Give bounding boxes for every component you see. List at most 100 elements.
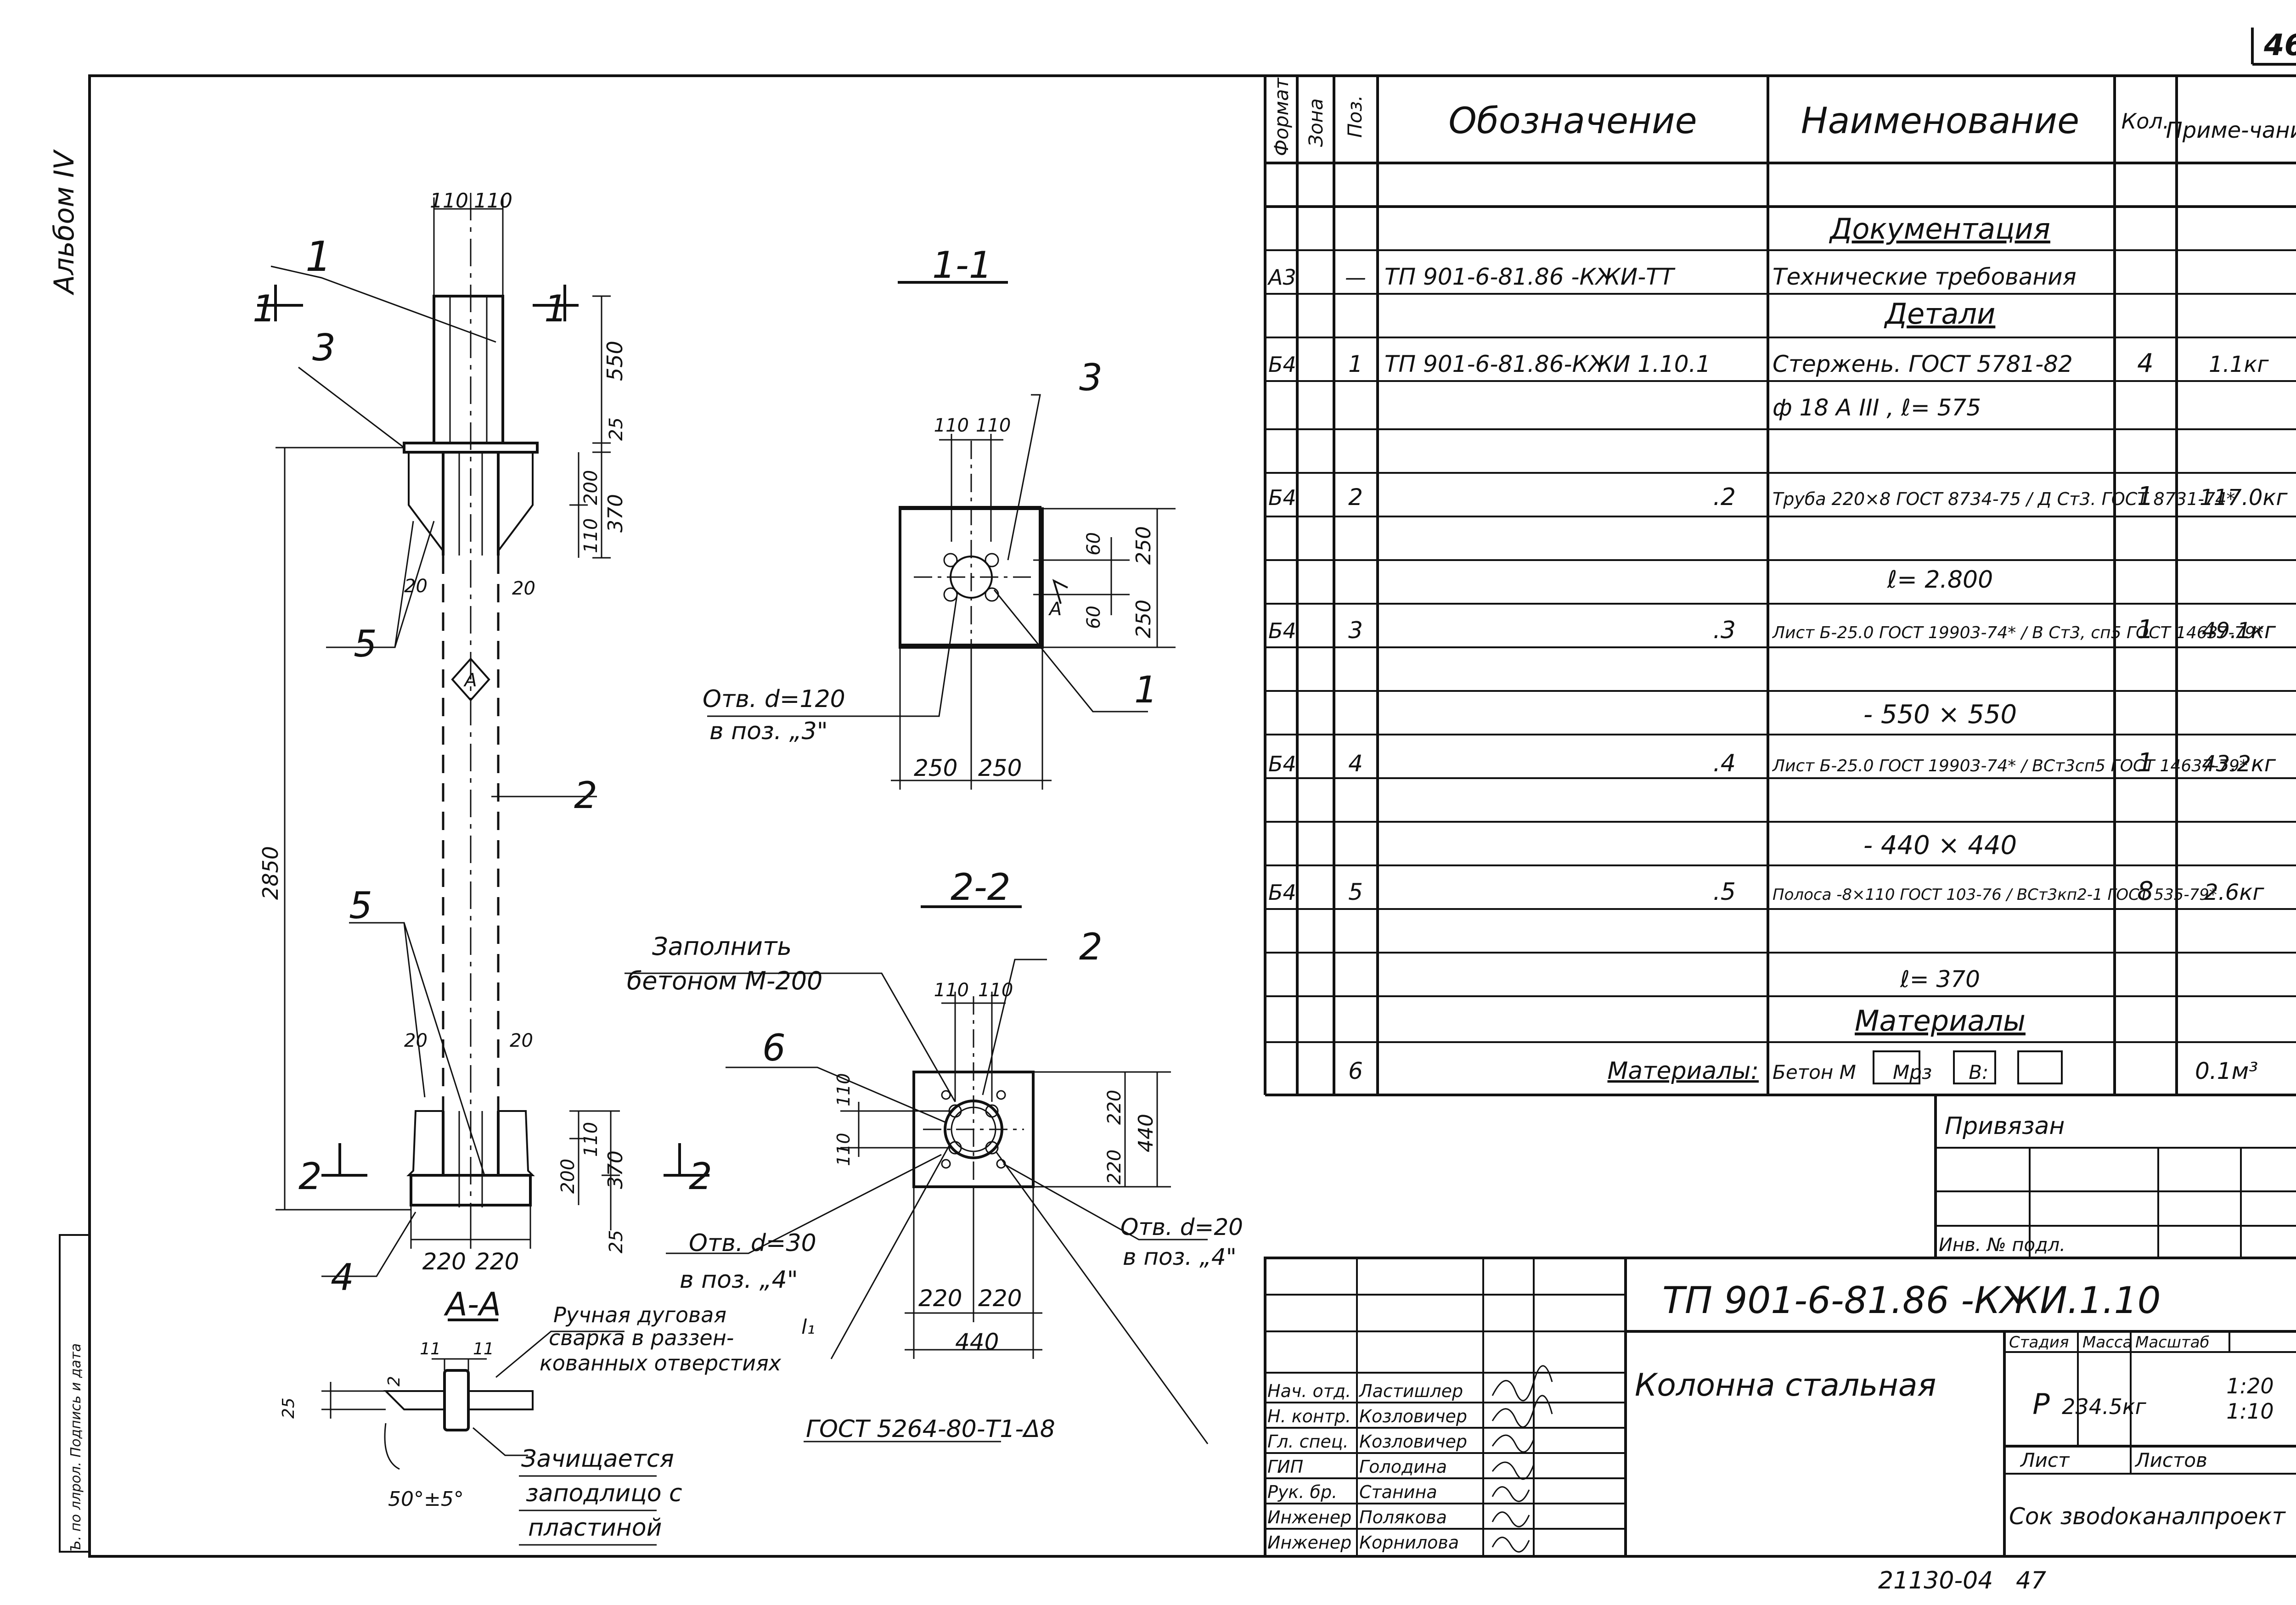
callout-1-1-1: 1 [1134,668,1158,711]
section-2-2 [625,905,1209,1444]
staff-name: Полякова [1359,1507,1447,1527]
row1-note: 1.1кг [2209,352,2269,377]
section-details: Детали [1884,297,1996,331]
column-elevation [257,193,709,1277]
section-a-a-label: А-А [444,1285,501,1323]
dim-2850: 2850 [258,846,283,900]
tb-staff: Нач. отд. Ластишлер Н. контр. Козловичер… [1267,1381,1467,1553]
row2-format: Б4 [1268,485,1296,510]
dim-550: 550 [602,341,627,381]
tb-mass-label: Масса [2082,1333,2132,1352]
dim-2-2-110a: 110 [934,980,969,1001]
fill-concrete-1: Заполнить [652,932,792,961]
row4-designation: .4 [1713,750,1736,777]
staff-role: Рук. бр. [1267,1482,1337,1502]
tb-scale-label: Масштаб [2135,1333,2210,1352]
row1-format: Б4 [1268,352,1296,377]
dim-2-2-110b: 110 [978,980,1013,1001]
row3-format: Б4 [1268,618,1296,643]
staff-name: Козловичер [1359,1406,1467,1426]
row4-note: 43.2кг [2202,751,2276,777]
tb-org: Сок звodоканалпроект [2009,1503,2286,1530]
row6-designation: Материалы: [1608,1057,1759,1085]
dim-2-2-220c: 220 [918,1285,962,1312]
row5-designation: .5 [1713,878,1736,906]
staff-role: Н. контр. [1267,1406,1351,1426]
row4-format: Б4 [1268,752,1296,776]
tb-stage-label: Стадия [2009,1333,2069,1352]
staff-role: Нач. отд. [1267,1381,1351,1401]
dim-1-1-250a: 250 [1132,526,1155,565]
row6-pos: 6 [1348,1058,1363,1084]
callout-1-1-3: 3 [1079,356,1103,399]
row4-qty: 1 [2137,748,2154,778]
staff-name: Ластишлер [1358,1381,1463,1401]
row5-format: Б4 [1268,880,1296,905]
side-stamp-box [59,1234,90,1553]
tb-scale1: 1:20 [2226,1374,2273,1398]
row3-note: 49.1кг [2202,618,2276,644]
hdr-format: Формат [1270,77,1293,156]
dim-110b: 110 [474,189,512,213]
clean-note-3: пластиной [528,1514,662,1542]
section-materials: Материалы [1855,1004,2026,1038]
dim-110a: 110 [430,189,468,213]
staff-name: Голодина [1359,1457,1447,1477]
sheet-frame [88,74,2296,1558]
row5-qty: 8 [2137,876,2154,906]
dim-2-2-220b: 220 [1104,1150,1125,1184]
dim-1-1-60a: 60 [1083,532,1104,556]
section-2-right: 2 [689,1155,712,1198]
dim-20-c: 20 [404,1030,428,1051]
row6-name: Бетон М Мрз В: [1773,1061,1988,1083]
hdr-designation: Обозначение [1448,101,1697,142]
dim-2-2-440v: 440 [1134,1114,1158,1152]
staff-role: Инженер [1267,1532,1351,1553]
dim-20-d: 20 [510,1030,533,1051]
album-label: Альбом IV [48,149,80,296]
row1-designation: ТП 901-6-81.86-КЖИ 1.10.1 [1384,351,1711,377]
tb-scale2: 1:10 [2226,1399,2273,1424]
tb-sheet-label: Лист [2020,1449,2070,1471]
section-1-1 [707,281,1176,790]
dim-2-2-220d: 220 [978,1285,1022,1312]
hdr-zone: Зона [1305,98,1327,147]
callout-4: 4 [331,1256,354,1299]
tb-title: Колонна стальная [1635,1367,1936,1403]
dim-200-b: 200 [557,1159,579,1194]
row4-name2: - 440 × 440 [1863,831,2017,860]
tb-sheets-label: Листов [2134,1449,2207,1471]
clean-note-1: Зачищается [521,1445,674,1473]
row5-pos: 5 [1348,879,1363,905]
weld-note-3: кованных отверстиях [540,1351,782,1375]
callout-5-bottom: 5 [349,884,372,927]
dim-220b: 220 [475,1248,519,1275]
dim-a-11b: 11 [473,1340,494,1358]
row5-name: Полоса -8×110 ГОСТ 103-76 / ВСт3кп2-1 ГО… [1773,886,2217,904]
row1-pos: 1 [1348,351,1363,377]
title-block [1264,1257,2296,1558]
dim-2-2-440h: 440 [955,1329,999,1355]
callout-5-top: 5 [354,623,377,665]
dim-200: 200 [580,470,602,505]
dim-2-2-110c: 110 [833,1073,854,1106]
row0-format: A3 [1267,265,1296,290]
row5-name2: ℓ= 370 [1900,966,1980,993]
otv-30-pos: в поз. „4" [680,1266,798,1294]
side-stamp-label: Ъ. по ллрол. Подпись и дата [68,1343,84,1552]
row2-pos: 2 [1348,484,1363,511]
dim-370: 370 [604,494,627,533]
sheet-number: 46 [2263,28,2296,62]
row3-name2: - 550 × 550 [1863,700,2017,730]
staff-role: Инженер [1267,1507,1351,1527]
tb-mass: 234.5кг [2062,1394,2146,1419]
staff-role: ГИП [1267,1457,1303,1477]
row5-note: 2.6кг [2204,880,2264,905]
row1-name2: ф 18 А III , ℓ= 575 [1773,394,1981,421]
weld-note-2: сварка в раззен- [549,1325,734,1350]
row6-note: 0.1м³ [2195,1058,2258,1084]
row3-designation: .3 [1713,617,1736,644]
dim-1-1-60b: 60 [1083,606,1104,629]
dim-25: 25 [606,417,627,441]
